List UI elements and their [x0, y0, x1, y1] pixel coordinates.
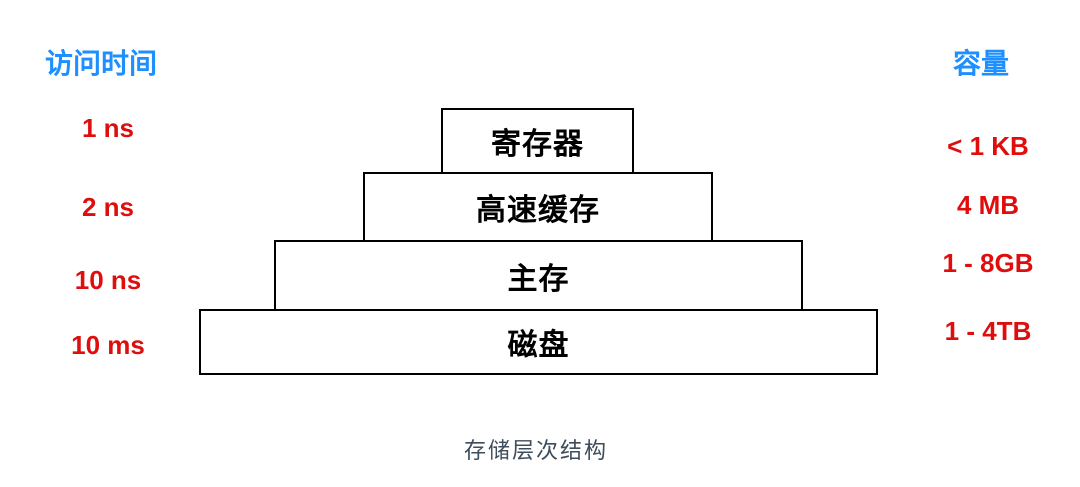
pyramid-level-register: 寄存器	[441, 108, 634, 174]
access-time-label-cache: 2 ns	[81, 192, 135, 222]
pyramid-level-mainmem: 主存	[274, 240, 803, 311]
pyramid-level-cache: 高速缓存	[363, 172, 713, 242]
capacity-label-mainmem: 1 - 8GB	[942, 248, 1034, 278]
access-time-label-register: 1 ns	[81, 113, 135, 143]
access-time-header: 访问时间	[45, 48, 158, 79]
capacity-label-register: < 1 KB	[947, 131, 1029, 161]
diagram-caption: 存储层次结构	[463, 438, 608, 463]
access-time-label-mainmem: 10 ns	[74, 265, 142, 295]
capacity-header: 容量	[953, 48, 1010, 79]
access-time-label-disk: 10 ms	[71, 330, 145, 360]
capacity-label-cache: 4 MB	[956, 190, 1020, 220]
pyramid-level-disk: 磁盘	[199, 309, 878, 375]
capacity-label-disk: 1 - 4TB	[944, 316, 1032, 346]
